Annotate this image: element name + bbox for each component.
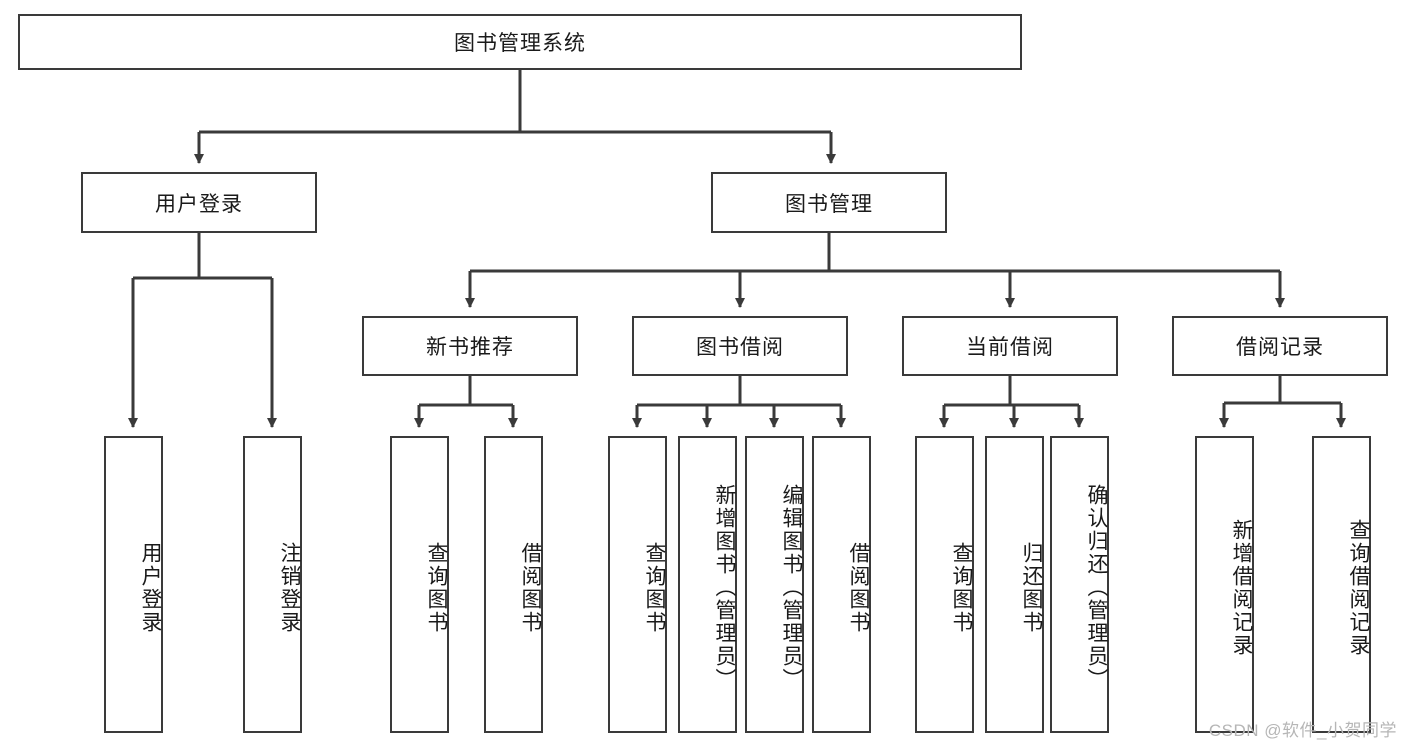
node-new-book-recommend[interactable]: 新书推荐	[362, 316, 578, 376]
node-user-login[interactable]: 用户登录	[81, 172, 317, 233]
watermark-text: CSDN @软件_小贺同学	[1208, 721, 1397, 740]
node-leaf-query-record[interactable]: 查询借阅记录	[1312, 436, 1371, 733]
node-current-borrow[interactable]: 当前借阅	[902, 316, 1118, 376]
node-book-management-label: 图书管理	[785, 192, 873, 216]
node-book-borrow-label: 图书借阅	[696, 336, 784, 359]
node-leaf-add-book[interactable]: 新增图书（管理员）	[678, 436, 737, 733]
node-leaf-query-book-3-label: 查询图书	[950, 541, 973, 634]
node-borrow-record-label: 借阅记录	[1236, 336, 1324, 359]
node-book-borrow[interactable]: 图书借阅	[632, 316, 848, 376]
node-leaf-edit-book-label: 编辑图书（管理员）	[780, 484, 803, 691]
node-leaf-user-login[interactable]: 用户登录	[104, 436, 163, 733]
node-leaf-confirm-return[interactable]: 确认归还（管理员）	[1050, 436, 1109, 733]
node-new-book-recommend-label: 新书推荐	[426, 336, 514, 359]
node-book-management[interactable]: 图书管理	[711, 172, 947, 233]
node-leaf-logout-login-label: 注销登录	[278, 541, 301, 634]
node-leaf-user-login-label: 用户登录	[139, 541, 162, 634]
node-leaf-borrow-book-2-label: 借阅图书	[847, 541, 870, 634]
node-leaf-query-book-1-label: 查询图书	[425, 541, 448, 634]
node-leaf-add-record[interactable]: 新增借阅记录	[1195, 436, 1254, 733]
node-leaf-query-book-2-label: 查询图书	[643, 541, 666, 634]
node-leaf-query-book-1[interactable]: 查询图书	[390, 436, 449, 733]
node-leaf-borrow-book-1-label: 借阅图书	[519, 541, 542, 634]
node-leaf-logout-login[interactable]: 注销登录	[243, 436, 302, 733]
node-leaf-confirm-return-label: 确认归还（管理员）	[1085, 484, 1108, 691]
node-leaf-add-record-label: 新增借阅记录	[1230, 518, 1253, 657]
node-borrow-record[interactable]: 借阅记录	[1172, 316, 1388, 376]
node-user-login-label: 用户登录	[155, 192, 243, 216]
node-root[interactable]: 图书管理系统	[18, 14, 1022, 70]
node-leaf-borrow-book-1[interactable]: 借阅图书	[484, 436, 543, 733]
node-leaf-add-book-label: 新增图书（管理员）	[713, 484, 736, 691]
node-leaf-return-book[interactable]: 归还图书	[985, 436, 1044, 733]
node-leaf-query-book-2[interactable]: 查询图书	[608, 436, 667, 733]
node-current-borrow-label: 当前借阅	[966, 336, 1054, 359]
node-leaf-return-book-label: 归还图书	[1020, 541, 1043, 634]
node-leaf-borrow-book-2[interactable]: 借阅图书	[812, 436, 871, 733]
node-root-label: 图书管理系统	[454, 32, 586, 55]
node-leaf-query-book-3[interactable]: 查询图书	[915, 436, 974, 733]
node-leaf-query-record-label: 查询借阅记录	[1347, 518, 1370, 657]
node-leaf-edit-book[interactable]: 编辑图书（管理员）	[745, 436, 804, 733]
